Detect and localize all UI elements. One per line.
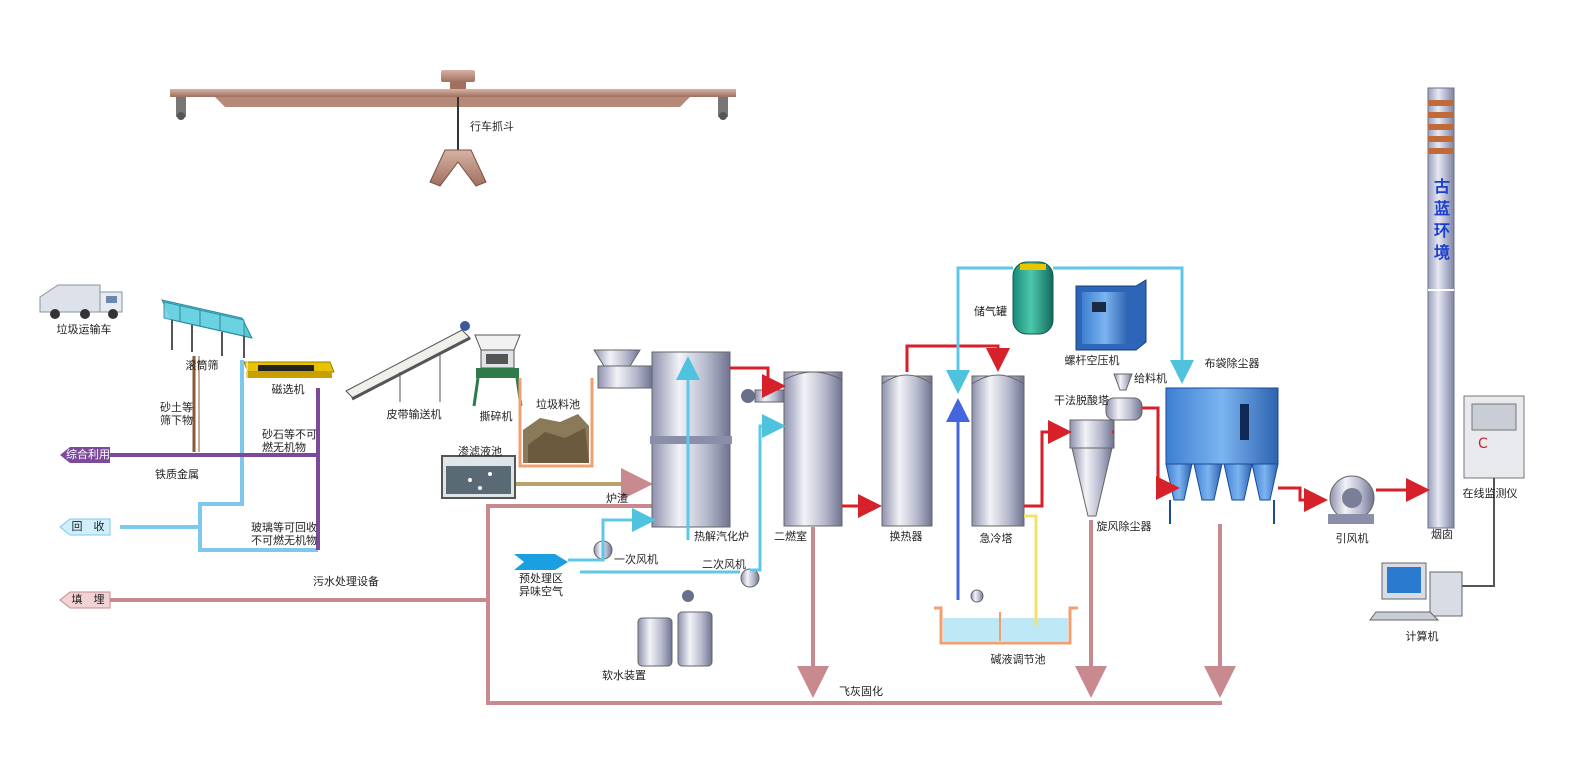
chimney-brand: 古蓝环境 xyxy=(1433,177,1450,262)
label-gas-tank: 储气罐 xyxy=(974,305,1007,318)
sorting-lines xyxy=(78,356,320,552)
drum-screen xyxy=(161,299,253,358)
magnetic-separator xyxy=(243,361,335,378)
output-recycle: 回 收 xyxy=(71,520,105,533)
label-dry-deacid: 干法脱酸塔 xyxy=(1054,394,1109,407)
ash-lines xyxy=(110,504,1236,705)
chimney xyxy=(1427,87,1455,529)
id-fan xyxy=(1328,475,1375,524)
label-pretreat-air: 预处理区 异味空气 xyxy=(519,572,563,598)
shredder xyxy=(472,334,523,407)
label-stone: 砂石等不可 燃无机物 xyxy=(262,428,317,454)
label-cyclone: 旋风除尘器 xyxy=(1096,520,1152,533)
label-heat-exchanger: 换热器 xyxy=(889,530,923,543)
screw-compressor xyxy=(1075,279,1147,351)
flue-gas-lines xyxy=(730,344,1430,518)
computer xyxy=(1369,562,1463,621)
label-pyrolysis-furnace: 热解汽化炉 xyxy=(694,530,749,543)
label-water-softener: 软水装置 xyxy=(602,669,646,682)
pyrolysis-furnace xyxy=(593,349,732,540)
output-landfill: 填 埋 xyxy=(71,593,105,606)
air-lines xyxy=(568,266,1194,574)
label-secondary-fan: 二次风机 xyxy=(702,558,746,571)
label-wastewater: 污水处理设备 xyxy=(313,575,379,588)
label-id-fan: 引风机 xyxy=(1335,532,1369,545)
label-quench-tower: 急冷塔 xyxy=(979,532,1013,545)
feeder xyxy=(1113,373,1133,391)
label-shredder: 撕碎机 xyxy=(479,410,513,423)
label-garbage-pit: 垃圾料池 xyxy=(536,398,580,411)
heat-exchanger xyxy=(881,374,933,527)
svg-text:C: C xyxy=(1478,436,1488,452)
dry-deacid-tower xyxy=(1105,397,1143,421)
output-reuse: 综合利用 xyxy=(66,448,110,461)
quench-drain-line xyxy=(1024,514,1038,626)
gas-tank xyxy=(1012,261,1054,335)
label-secondary-chamber: 二燃室 xyxy=(774,530,807,543)
alkali-pool xyxy=(934,589,1078,645)
label-glass: 玻璃等可回收 不可燃无机物 xyxy=(251,521,317,547)
garbage-truck xyxy=(39,284,123,319)
label-primary-fan: 一次风机 xyxy=(614,553,658,566)
label-chimney: 烟囱 xyxy=(1431,528,1453,541)
label-screw-compressor: 螺杆空压机 xyxy=(1064,354,1120,367)
online-monitor: C xyxy=(1463,395,1525,479)
label-alkali-pool: 碱液调节池 xyxy=(990,653,1046,666)
output-arrows xyxy=(59,447,568,609)
label-sand-soil: 砂土等 筛下物 xyxy=(160,401,193,427)
crane-grab xyxy=(170,70,736,187)
quench-tower xyxy=(971,374,1025,527)
label-belt-conveyor: 皮带输送机 xyxy=(386,408,442,421)
label-leachate-pool: 渗滤液池 xyxy=(458,445,502,458)
water-softener xyxy=(637,590,713,667)
label-online-monitor: 在线监测仪 xyxy=(1462,487,1518,500)
label-feeder: 给料机 xyxy=(1134,372,1167,385)
label-garbage-truck: 垃圾运输车 xyxy=(56,323,112,336)
label-slag: 炉渣 xyxy=(606,492,628,505)
label-computer: 计算机 xyxy=(1405,630,1439,643)
cyclone xyxy=(1069,419,1115,517)
leachate-pool xyxy=(441,455,516,499)
label-magnetic-separator: 磁选机 xyxy=(271,383,305,396)
belt-conveyor xyxy=(345,321,471,402)
bag-filter xyxy=(1165,387,1279,524)
label-fly-ash: 飞灰固化 xyxy=(839,685,883,698)
label-bag-filter: 布袋除尘器 xyxy=(1204,357,1260,370)
label-crane-grab: 行车抓斗 xyxy=(470,120,514,133)
label-iron-metal: 铁质金属 xyxy=(155,468,199,481)
secondary-chamber xyxy=(593,371,843,588)
label-drum-screen: 滚筒筛 xyxy=(185,359,219,372)
garbage-pit xyxy=(518,378,594,468)
